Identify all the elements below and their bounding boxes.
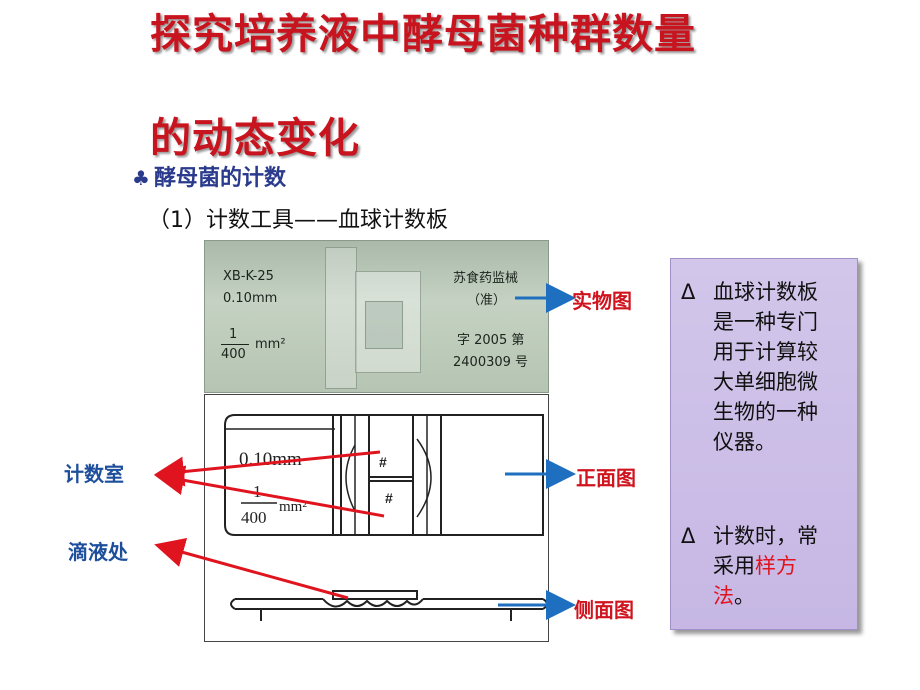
arrow-chamber-1 (154, 450, 381, 487)
club-icon: ♣ (132, 166, 150, 190)
drawing-unit: mm² (279, 499, 307, 515)
photo-fraction-num: 1 (229, 327, 238, 342)
delta-icon: Δ (681, 524, 696, 548)
photo-chamber (365, 301, 403, 349)
drawing-fraction-den: 400 (241, 508, 267, 527)
photo-fraction-bar (221, 344, 249, 345)
photo-glass-edge (325, 247, 357, 389)
subheading: （1）计数工具——血球计数板 (148, 208, 448, 233)
photo-unit: mm² (255, 337, 286, 352)
photo-fraction-den: 400 (221, 347, 246, 362)
side-left-end (230, 598, 236, 610)
info-para-2-text: 计数时，常采用样方法。 (713, 521, 833, 611)
photo-right-1: 苏食药监械 (453, 271, 519, 286)
photo-right-4: 2400309 号 (453, 355, 529, 370)
label-photo: 实物图 (572, 289, 632, 313)
hemocytometer-drawing: 0.10mm 1 400 mm² # # (204, 394, 549, 642)
info-para-2-highlight: 样方法 (713, 554, 797, 608)
delta-icon: Δ (681, 280, 696, 304)
hemocytometer-photo: XB-K-25 0.10mm 1 400 mm² 苏食药监械 （准） 字 200… (204, 240, 549, 393)
title-line-2: 的动态变化 (150, 114, 360, 162)
side-chamber-wave (322, 598, 424, 608)
front-outline (224, 414, 544, 536)
title-line-1: 探究培养液中酵母菌种群数量 (150, 10, 696, 58)
info-box: Δ 血球计数板是一种专门用于计算较大单细胞微生物的一种仪器。 Δ 计数时，常采用… (670, 258, 858, 630)
bullet-heading: ♣酵母菌的计数 (132, 160, 286, 192)
drawing-svg: 0.10mm 1 400 mm² # # (224, 414, 548, 621)
photo-right-2: （准） (467, 293, 507, 308)
drawing-mark-1: # (379, 454, 387, 470)
info-para-2-post: 。 (734, 584, 755, 608)
photo-cover-glass (355, 271, 421, 373)
drawing-fraction-num: 1 (253, 482, 262, 501)
info-para-1-text: 血球计数板是一种专门用于计算较大单细胞微生物的一种仪器。 (713, 280, 818, 454)
photo-model: XB-K-25 (223, 269, 274, 284)
photo-depth: 0.10mm (223, 291, 278, 306)
label-chamber: 计数室 (64, 462, 124, 486)
label-side: 侧面图 (574, 598, 634, 622)
info-para-2-pre: 计数时，常采用 (713, 524, 818, 578)
bullet-text: 酵母菌的计数 (153, 166, 286, 191)
arrow-drop (154, 537, 349, 600)
arrow-chamber-2 (154, 465, 385, 518)
front-arc-left (345, 444, 356, 512)
label-drop: 滴液处 (68, 540, 128, 564)
photo-right-3: 字 2005 第 (457, 333, 525, 348)
drawing-mark-2: # (385, 490, 393, 506)
front-arc-right (416, 438, 432, 518)
label-front: 正面图 (576, 466, 636, 490)
